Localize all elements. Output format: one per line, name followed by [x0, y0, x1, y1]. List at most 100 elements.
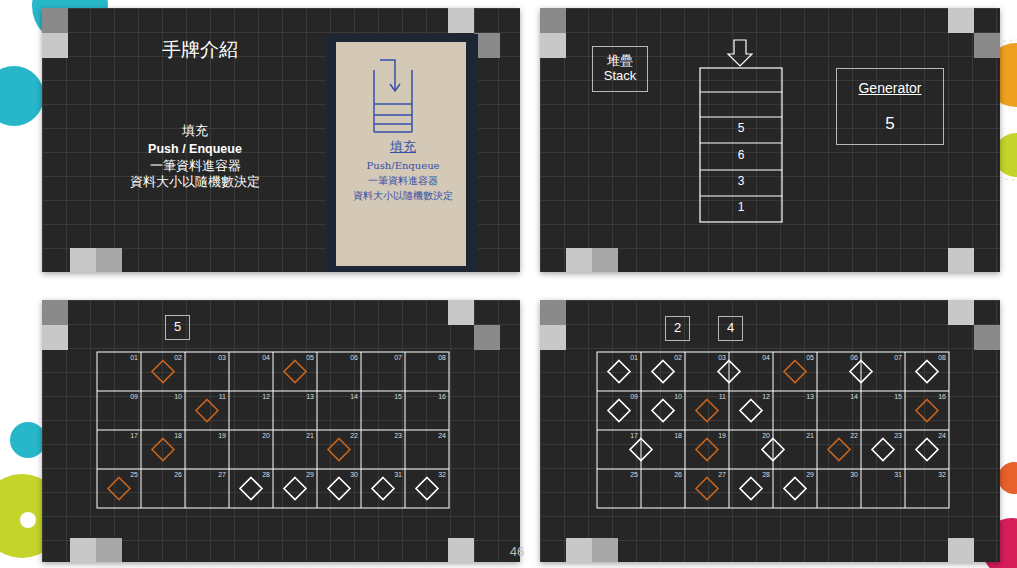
slide-text: 一筆資料進容器 — [150, 159, 241, 173]
card-photo — [326, 34, 478, 272]
cell-number: 15 — [394, 393, 402, 401]
cell-number: 11 — [719, 393, 726, 401]
deco-circle — [10, 422, 46, 458]
cell-number: 09 — [130, 393, 138, 401]
cell-number: 08 — [938, 354, 946, 362]
cell-number: 13 — [806, 393, 814, 401]
cell-number: 12 — [262, 393, 270, 401]
cell-number: 18 — [174, 432, 182, 440]
cell-number: 03 — [718, 354, 726, 362]
slide-panel — [42, 300, 520, 562]
cell-number: 18 — [674, 432, 682, 440]
cell-number: 24 — [438, 432, 446, 440]
cell-number: 19 — [718, 432, 726, 440]
cell-number: 10 — [674, 393, 682, 401]
box-label: 2 — [674, 321, 681, 336]
stack-value: 6 — [738, 149, 745, 162]
cell-number: 03 — [218, 354, 226, 362]
slide-heading: 手牌介紹 — [162, 40, 238, 61]
cell-number: 32 — [938, 471, 946, 479]
cell-number: 06 — [850, 354, 858, 362]
card-handwriting: 填充 — [390, 140, 416, 154]
cell-number: 29 — [806, 471, 814, 479]
cell-number: 01 — [130, 354, 138, 362]
cell-number: 21 — [306, 432, 314, 440]
cell-number: 27 — [218, 471, 226, 479]
cell-number: 28 — [262, 471, 270, 479]
box-label: Generator — [858, 80, 921, 96]
stack-value: 1 — [738, 201, 745, 214]
cell-number: 22 — [850, 432, 858, 440]
card-handwriting: 一筆資料進容器 — [368, 175, 438, 186]
cell-number: 30 — [850, 471, 858, 479]
slide-panel — [540, 8, 1000, 272]
deco-dot — [20, 512, 36, 528]
cell-number: 31 — [894, 471, 902, 479]
cell-number: 06 — [350, 354, 358, 362]
stack-value: 3 — [738, 175, 745, 188]
cell-number: 14 — [350, 393, 358, 401]
cell-number: 19 — [218, 432, 226, 440]
generator-box: Generator 5 — [836, 68, 944, 145]
diamond-tokens — [108, 361, 438, 500]
value-box: 5 — [165, 315, 190, 340]
board-grid — [597, 352, 949, 508]
cell-number: 09 — [630, 393, 638, 401]
corner-squares — [42, 8, 1000, 562]
cell-number: 22 — [350, 432, 358, 440]
cell-number: 24 — [938, 432, 946, 440]
diamond-tokens — [608, 361, 938, 500]
cell-number: 10 — [174, 393, 182, 401]
cell-number: 11 — [219, 393, 226, 401]
cell-number: 05 — [806, 354, 814, 362]
stack-container — [700, 40, 782, 222]
cell-number: 02 — [674, 354, 682, 362]
cell-number: 12 — [762, 393, 770, 401]
slide-text: 資料大小以隨機數決定 — [130, 175, 260, 189]
cell-number: 30 — [350, 471, 358, 479]
stack-value: 5 — [738, 122, 745, 135]
cell-number: 23 — [894, 432, 902, 440]
cell-number: 29 — [306, 471, 314, 479]
slide-text: 填充 — [182, 124, 208, 138]
cell-number: 04 — [262, 354, 270, 362]
page-number: 46 — [510, 545, 524, 559]
box-value: 5 — [885, 114, 894, 134]
cell-number: 14 — [850, 393, 858, 401]
cell-number: 15 — [894, 393, 902, 401]
cell-number: 08 — [438, 354, 446, 362]
cell-number: 07 — [394, 354, 402, 362]
cell-number: 20 — [762, 432, 770, 440]
card-handwriting: 資料大小以隨機數決定 — [353, 190, 453, 201]
card-handwriting: Push/Enqueue — [367, 160, 440, 171]
cell-number: 02 — [174, 354, 182, 362]
value-box: 2 — [665, 316, 690, 341]
board-grid — [97, 352, 449, 508]
value-box: 4 — [718, 316, 743, 341]
deco-circle — [0, 66, 44, 126]
cell-number: 28 — [762, 471, 770, 479]
cell-number: 16 — [438, 393, 446, 401]
cell-number: 17 — [130, 432, 138, 440]
cell-number: 07 — [894, 354, 902, 362]
slide-text: Push / Enqueue — [148, 143, 242, 157]
cell-number: 26 — [674, 471, 682, 479]
cell-number: 32 — [438, 471, 446, 479]
cell-number: 23 — [394, 432, 402, 440]
cell-number: 25 — [130, 471, 138, 479]
box-label: 堆疊 Stack — [595, 54, 645, 84]
cell-number: 31 — [394, 471, 402, 479]
cell-number: 04 — [762, 354, 770, 362]
cell-number: 13 — [306, 393, 314, 401]
cell-number: 16 — [938, 393, 946, 401]
stack-title-box: 堆疊 Stack — [592, 46, 648, 92]
box-label: 5 — [174, 320, 181, 335]
cell-number: 17 — [630, 432, 638, 440]
cell-number: 21 — [806, 432, 814, 440]
cell-number: 05 — [306, 354, 314, 362]
box-label: 4 — [727, 321, 734, 336]
slide-panel — [540, 300, 1000, 562]
cell-number: 01 — [630, 354, 638, 362]
cell-number: 25 — [630, 471, 638, 479]
